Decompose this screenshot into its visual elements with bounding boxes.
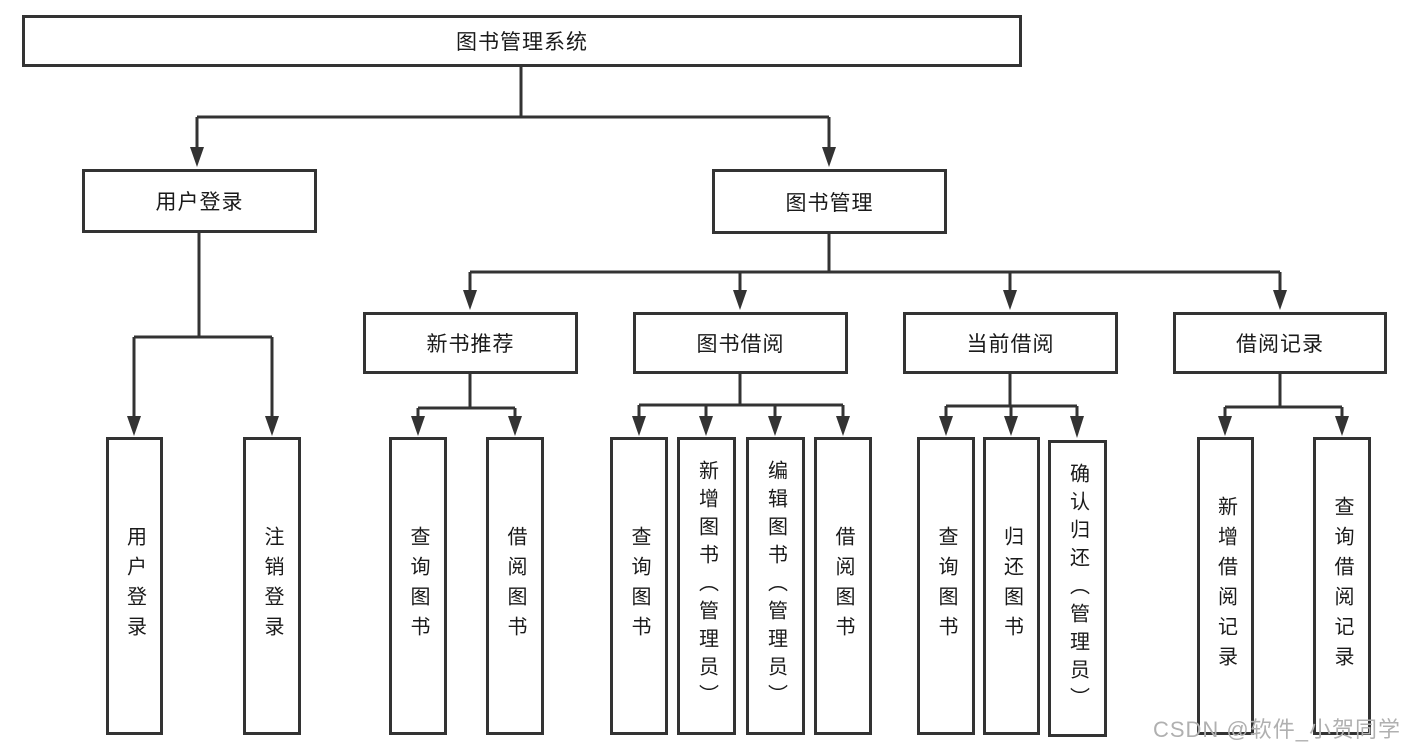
node-current-borrow: 当前借阅 [903, 312, 1118, 374]
leaf-add-books-admin-label: 新增图书（管理员） [695, 460, 718, 712]
leaf-confirm-return-admin: 确认归还（管理员） [1048, 440, 1107, 737]
leaf-confirm-return-admin-label: 确认归还（管理员） [1066, 462, 1089, 715]
node-book-borrow-label: 图书借阅 [696, 333, 785, 356]
leaf-recommend-query-books: 查询图书 [389, 437, 447, 735]
node-root-label: 图书管理系统 [456, 31, 588, 54]
leaf-recommend-borrow-books-label: 借阅图书 [504, 526, 526, 646]
leaf-user-login-label: 用户登录 [123, 526, 146, 646]
leaf-user-login: 用户登录 [106, 437, 163, 735]
leaf-borrow-books-label: 借阅图书 [832, 526, 854, 646]
node-borrow-record: 借阅记录 [1173, 312, 1387, 374]
csdn-watermark: CSDN @软件_小贺同学 [1152, 717, 1401, 742]
leaf-add-borrow-record-label: 新增借阅记录 [1214, 496, 1237, 676]
leaf-edit-books-admin-label: 编辑图书（管理员） [764, 460, 787, 712]
leaf-return-books-label: 归还图书 [1000, 526, 1023, 646]
connector-borrow-record-children [1218, 374, 1349, 436]
leaf-borrow-query-books: 查询图书 [610, 437, 668, 735]
leaf-recommend-borrow-books: 借阅图书 [486, 437, 544, 735]
leaf-logout-label: 注销登录 [261, 526, 283, 646]
leaf-recommend-query-books-label: 查询图书 [407, 526, 429, 646]
node-user-login: 用户登录 [82, 169, 317, 233]
leaf-add-books-admin: 新增图书（管理员） [677, 437, 736, 735]
connector-book-mgmt-children [463, 234, 1287, 310]
leaf-edit-books-admin: 编辑图书（管理员） [746, 437, 805, 735]
node-root: 图书管理系统 [22, 15, 1022, 67]
leaf-logout: 注销登录 [243, 437, 301, 735]
node-book-mgmt: 图书管理 [712, 169, 947, 234]
node-current-borrow-label: 当前借阅 [966, 333, 1055, 356]
leaf-current-query-books: 查询图书 [917, 437, 975, 735]
node-new-book-recommend-label: 新书推荐 [426, 333, 515, 356]
connector-root-to-level1 [190, 67, 836, 167]
connector-current-borrow-children [939, 374, 1084, 438]
node-book-borrow: 图书借阅 [633, 312, 848, 374]
leaf-borrow-query-books-label: 查询图书 [628, 526, 650, 646]
leaf-add-borrow-record: 新增借阅记录 [1197, 437, 1254, 735]
connector-book-borrow-children [632, 374, 850, 436]
leaf-return-books: 归还图书 [983, 437, 1040, 735]
leaf-borrow-books: 借阅图书 [814, 437, 872, 735]
node-borrow-record-label: 借阅记录 [1236, 333, 1324, 356]
leaf-query-borrow-record: 查询借阅记录 [1313, 437, 1371, 735]
node-new-book-recommend: 新书推荐 [363, 312, 578, 374]
node-book-mgmt-label: 图书管理 [785, 191, 874, 215]
node-user-login-label: 用户登录 [155, 191, 244, 214]
connector-new-book-children [411, 374, 522, 436]
leaf-current-query-books-label: 查询图书 [935, 526, 957, 646]
connector-user-login-children [127, 233, 279, 436]
leaf-query-borrow-record-label: 查询借阅记录 [1331, 496, 1353, 676]
